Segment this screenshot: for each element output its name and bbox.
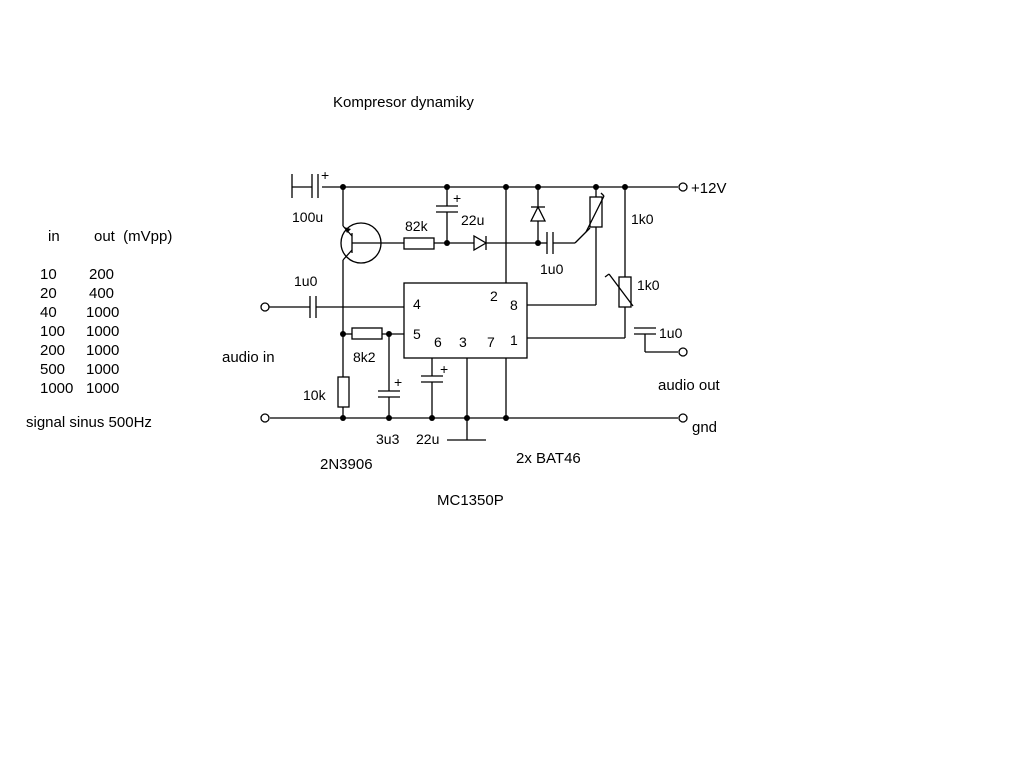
table-cell-out: 1000 [86,342,119,359]
table-cell-out: 1000 [86,304,119,321]
capacitor-22u-bottom-plus: + [440,361,448,377]
transistor-2n3906: 2N3906 [320,187,404,473]
audio-out-label: audio out [658,377,721,394]
potentiometer-right-label: 1k0 [637,277,660,293]
capacitor-3u3-plus: + [394,374,402,390]
capacitor-1u0-out-label: 1u0 [659,325,683,341]
table-cell-in: 500 [40,361,65,378]
table-rows: 10 200 20 400 40 1000 100 1000 200 1000 500 1000 100… [40,266,119,397]
supply-label: +12V [691,180,726,197]
table-cell-out: 200 [89,266,114,283]
supply-rail: +12V [322,180,726,197]
audio-out-terminal[interactable] [678,347,688,357]
measurement-table: in out (mVpp) 10 200 20 400 40 1000 100 1000 200… [26,228,172,431]
resistor-10k-label: 10k [303,387,327,403]
ic-body [403,282,528,359]
ic-pin-1: 1 [510,332,518,348]
capacitor-22u-bottom-label: 22u [416,431,439,447]
table-cell-in: 1000 [40,380,73,397]
ic-label: MC1350P [437,492,504,509]
diode-vertical [529,187,547,243]
supply-terminal[interactable] [678,182,688,192]
audio-in-label: audio in [222,349,275,366]
ic-pin-8: 8 [510,297,518,313]
ic-pin-4: 4 [413,296,421,312]
table-cell-in: 200 [40,342,65,359]
table-note: signal sinus 500Hz [26,414,152,431]
ic-pin-3: 3 [459,334,467,350]
audio-input: 1u0 audio in [222,273,404,366]
potentiometer-right: 1k0 [604,187,660,338]
audio-in-terminal[interactable] [260,302,270,312]
capacitor-1u0-diode: 1u0 [538,227,591,277]
potentiometer-top: 1k0 [527,187,654,306]
ground-in-terminal[interactable] [260,413,270,423]
table-cell-out: 1000 [86,380,119,397]
table-cell-in: 40 [40,304,57,321]
diode-horizontal [473,234,538,252]
capacitor-1u0-in-label: 1u0 [294,273,318,289]
table-cell-out: 1000 [86,361,119,378]
capacitor-3u3: + 3u3 [376,334,402,447]
capacitor-22u-top-plus: + [453,190,461,206]
ic-pin-6: 6 [434,334,442,350]
table-cell-out: 400 [89,285,114,302]
capacitor-1u0-out: 1u0 audio out [527,325,721,394]
resistor-82k: 82k [403,218,474,250]
gnd-label: gnd [692,419,717,436]
diodes-label: 2x BAT46 [516,450,581,467]
resistor-8k2-label: 8k2 [353,349,376,365]
capacitor-1u0-diode-label: 1u0 [540,261,564,277]
capacitor-22u-top-label: 22u [461,212,484,228]
potentiometer-top-label: 1k0 [631,211,654,227]
capacitor-22u-bottom: + 22u [416,358,448,447]
ground-rail: gnd [260,413,717,441]
resistor-10k: 10k [303,376,350,418]
table-header-in: in [48,228,60,245]
ic-pin-7: 7 [487,334,495,350]
ic-pin-2: 2 [490,288,498,304]
table-cell-in: 20 [40,285,57,302]
transistor-label: 2N3906 [320,456,373,473]
table-cell-out: 1000 [86,323,119,340]
diagram-title: Kompresor dynamiky [333,94,474,111]
table-cell-in: 10 [40,266,57,283]
capacitor-100u-plus: + [321,167,329,183]
capacitor-22u-top: + 22u [436,187,484,243]
junction-dots [340,184,628,421]
resistor-8k2: 8k2 [343,327,404,365]
ic-pin-5: 5 [413,326,421,342]
table-cell-in: 100 [40,323,65,340]
table-header-out: out (mVpp) [94,228,172,245]
ground-out-terminal[interactable] [678,413,688,423]
capacitor-100u-label: 100u [292,209,323,225]
ic-mc1350p: 4 5 2 8 6 3 7 1 MC1350P [403,187,528,509]
resistor-82k-label: 82k [405,218,429,234]
capacitor-3u3-label: 3u3 [376,431,400,447]
capacitor-100u: + 100u [291,167,329,225]
